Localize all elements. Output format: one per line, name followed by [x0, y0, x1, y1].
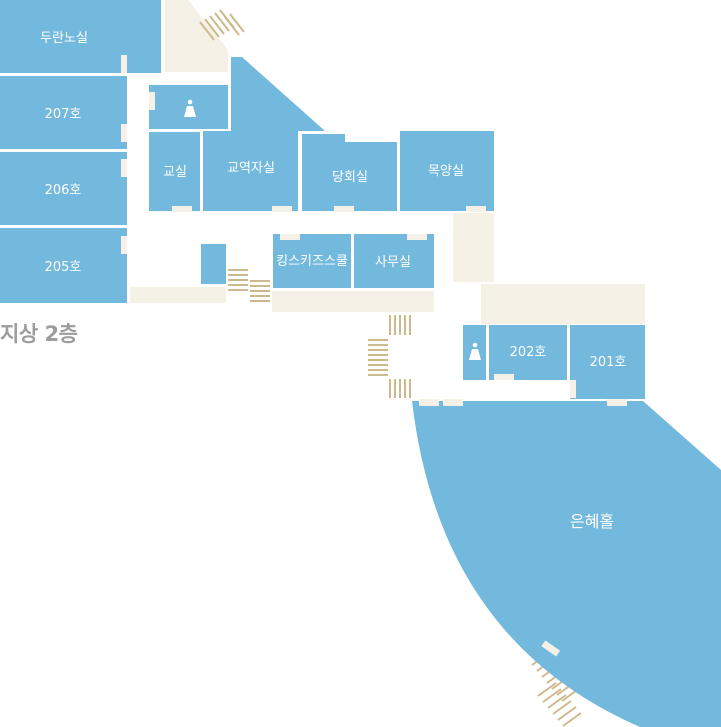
label-201: 201호	[590, 355, 627, 370]
room-gyoyeok[interactable]	[203, 57, 325, 211]
room-labels: 두란노실 207호 206호 205호 교실 교역자실 당회실 목양실 킹스키즈…	[40, 31, 626, 531]
label-205: 205호	[45, 260, 82, 275]
label-eunhye: 은혜홀	[570, 512, 614, 531]
room-206[interactable]	[0, 152, 127, 225]
label-202: 202호	[510, 345, 547, 360]
room-205[interactable]	[0, 228, 127, 303]
room-danghoe[interactable]	[302, 134, 397, 211]
room-small-storage[interactable]	[201, 244, 226, 284]
stair-top	[199, 9, 245, 41]
room-office[interactable]	[354, 234, 434, 288]
floor-label: 지상 2층	[0, 322, 78, 346]
label-duran: 두란노실	[40, 31, 88, 46]
room-mogyang[interactable]	[400, 131, 494, 211]
label-kingskids: 킹스키즈스쿨	[276, 254, 348, 269]
label-mogyang: 목양실	[428, 164, 464, 179]
corridor-mid	[272, 291, 434, 312]
room-duran[interactable]	[0, 0, 161, 73]
restroom-woman-icon	[469, 342, 481, 360]
doors	[121, 55, 627, 657]
corridor-top	[165, 0, 228, 72]
room-201[interactable]	[570, 325, 645, 399]
room-classroom[interactable]	[149, 132, 200, 211]
stair-center	[368, 315, 411, 398]
corridor-east	[481, 284, 645, 324]
room-kingskids[interactable]	[273, 234, 351, 288]
room-207[interactable]	[0, 76, 127, 149]
label-classroom: 교실	[163, 165, 187, 180]
label-gyoyeok: 교역자실	[227, 161, 275, 176]
restroom-woman-icon	[184, 99, 196, 117]
corridor-east-vertical	[453, 213, 494, 282]
corridors	[130, 0, 645, 324]
stair-west	[228, 269, 270, 302]
label-office: 사무실	[375, 255, 411, 270]
corridor-west	[130, 287, 226, 303]
label-danghoe: 당회실	[332, 170, 368, 185]
label-206: 206호	[45, 183, 82, 198]
room-202[interactable]	[489, 325, 567, 380]
room-eunhye-hall[interactable]	[412, 401, 721, 727]
label-207: 207호	[45, 107, 82, 122]
